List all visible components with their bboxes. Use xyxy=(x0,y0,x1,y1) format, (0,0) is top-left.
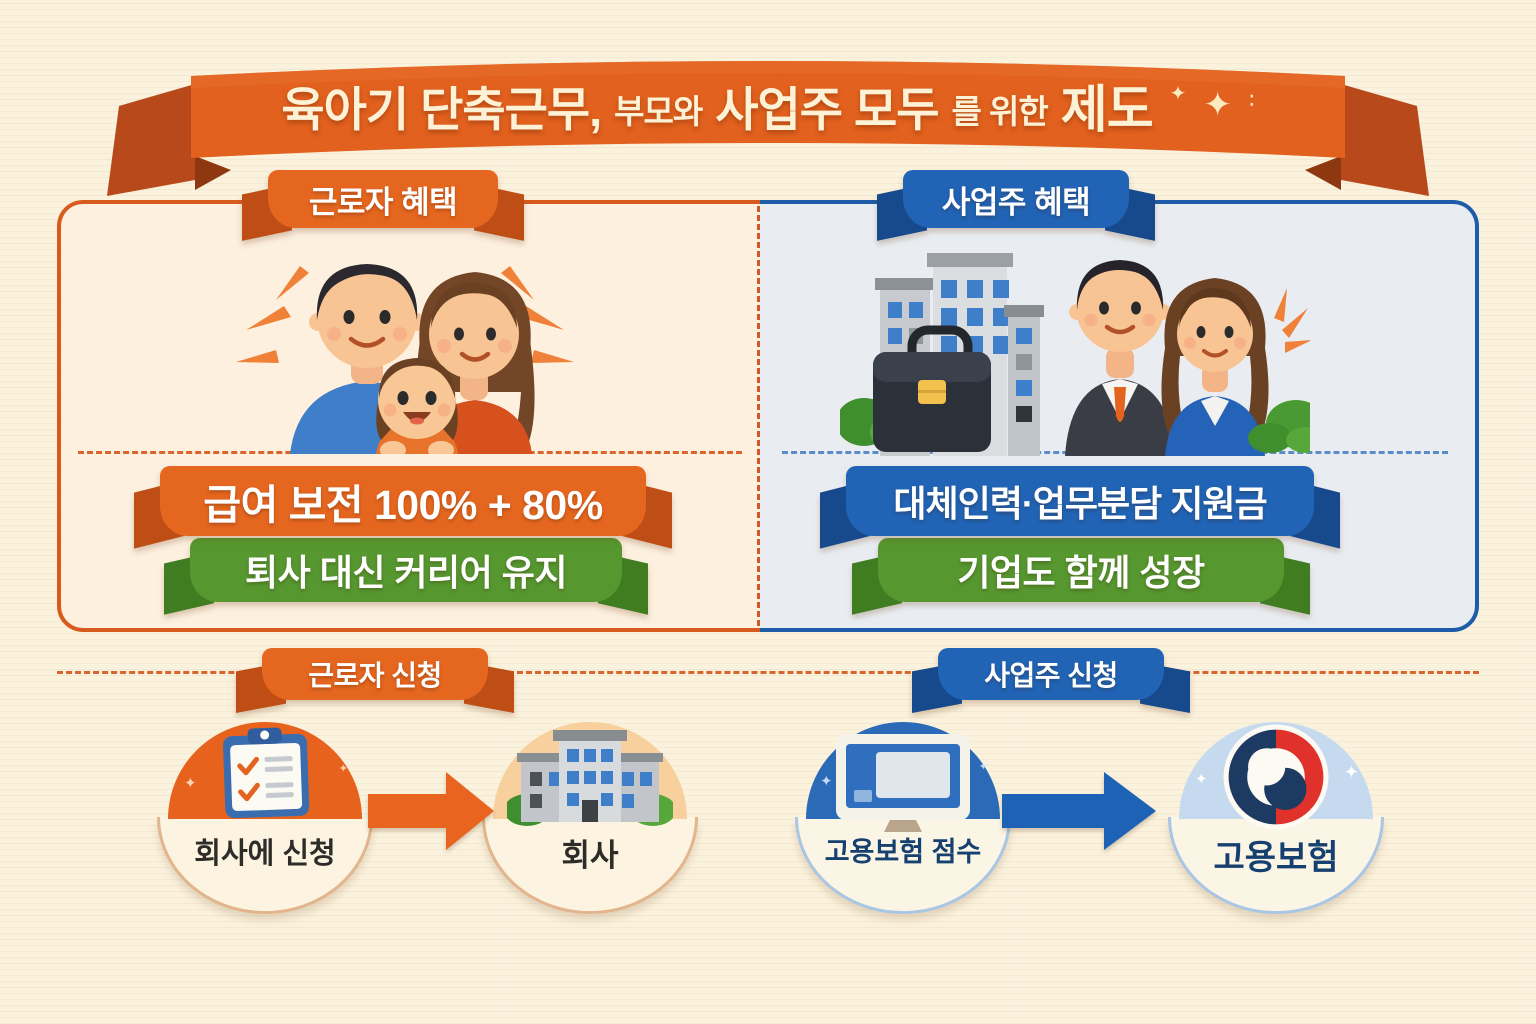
briefcase-icon xyxy=(873,325,991,452)
worker-benefits-header: 근로자 혜택 xyxy=(308,184,458,220)
worker-banner-primary: 급여 보전 100% + 80% xyxy=(203,482,603,528)
step-label-area: 회사에 신청 xyxy=(157,817,373,914)
computer-monitor-icon xyxy=(836,734,970,832)
employer-benefits-header: 사업주 혜택 xyxy=(941,184,1091,220)
step-label: 고용보험 점수 xyxy=(824,837,982,867)
title-segment: 육아기 단축근무, xyxy=(281,82,602,136)
title-segment: 를 위한 xyxy=(951,93,1049,130)
arrow-right-icon xyxy=(1002,772,1156,850)
flow-step-company: 회사 xyxy=(482,722,698,914)
title-segment: 사업주 모두 xyxy=(715,82,939,136)
worker-application-header-ribbon: 근로자 신청 xyxy=(236,648,514,713)
excitement-rays-icon xyxy=(236,266,574,363)
title-banner: 육아기 단축근무, 부모와 사업주 모두 를 위한 제도 ✦ ✦ ∶ xyxy=(103,28,1433,203)
step-label-area: 회사 xyxy=(482,817,698,914)
step-label-area: 고용보험 점수 xyxy=(795,817,1011,914)
step-label: 회사 xyxy=(561,838,619,873)
step-circle: ✦ ✦ xyxy=(806,722,1000,832)
worker-banner-secondary-ribbon: 퇴사 대신 커리어 유지 xyxy=(164,538,648,615)
employer-banner-secondary: 기업도 함께 성장 xyxy=(957,552,1205,593)
panel-divider xyxy=(757,206,760,626)
title-text: 육아기 단축근무, 부모와 사업주 모두 를 위한 제도 ✦ ✦ ∶ xyxy=(103,62,1433,148)
sparkle-icon: ✦ xyxy=(1343,762,1359,782)
employer-banner-secondary-ribbon: 기업도 함께 성장 xyxy=(852,538,1310,615)
flow-step-apply-to-company: ✦ ✦ 회사에 신청 xyxy=(157,722,373,914)
employer-banner-primary: 대체인력·업무분담 지원금 xyxy=(893,483,1267,524)
title-segment: 제도 xyxy=(1060,81,1154,138)
step-circle: ✦ ✦ xyxy=(1179,722,1373,830)
step-circle xyxy=(493,722,687,826)
worker-application-header: 근로자 신청 xyxy=(308,660,442,691)
sparkle-icon: ∶ xyxy=(1248,88,1255,113)
businessman-figure xyxy=(1065,260,1175,456)
sparkle-icon: ✦ xyxy=(338,763,348,775)
arrow-right-icon xyxy=(368,772,494,850)
child-figure xyxy=(376,358,458,454)
clipboard-checklist-icon xyxy=(223,727,310,819)
worker-benefits-header-ribbon: 근로자 혜택 xyxy=(242,170,524,241)
step-label: 고용보험 xyxy=(1213,839,1339,877)
family-illustration xyxy=(236,264,574,454)
sparkle-icon: ✦ xyxy=(1203,86,1232,124)
worker-banner-secondary: 퇴사 대신 커리어 유지 xyxy=(244,552,568,593)
sparkle-icon: ✦ xyxy=(978,761,988,773)
worker-banner-primary-ribbon: 급여 보전 100% + 80% xyxy=(134,466,672,549)
businesswoman-figure xyxy=(1161,278,1269,456)
step-label: 회사에 신청 xyxy=(194,838,336,870)
bush-icon xyxy=(1248,400,1310,453)
government-emblem-icon xyxy=(1223,724,1329,830)
employer-application-header-ribbon: 사업주 신청 xyxy=(912,648,1190,713)
employer-illustration xyxy=(840,253,1310,456)
employer-banner-primary-ribbon: 대체인력·업무분담 지원금 xyxy=(820,466,1340,549)
company-building-icon xyxy=(507,730,673,826)
sparkle-icon: ✦ xyxy=(1169,82,1187,105)
sparkle-icon: ✦ xyxy=(820,773,833,790)
employer-benefits-header-ribbon: 사업주 혜택 xyxy=(877,170,1155,241)
sparkle-icon: ✦ xyxy=(1195,771,1208,788)
bottom-section-dashed-divider xyxy=(57,671,1479,674)
excitement-rays-icon xyxy=(1274,288,1310,353)
title-ribbon-shape xyxy=(107,61,1429,196)
step-circle: ✦ ✦ xyxy=(168,722,362,819)
sparkle-icon: ✦ xyxy=(184,775,197,792)
flow-step-employment-insurance: ✦ ✦ 고용보험 xyxy=(1168,722,1384,914)
flow-step-employment-insurance-filing: ✦ ✦ 고용보험 점수 xyxy=(795,722,1011,914)
title-segment: 부모와 xyxy=(614,93,703,130)
employer-application-header: 사업주 신청 xyxy=(984,660,1118,691)
